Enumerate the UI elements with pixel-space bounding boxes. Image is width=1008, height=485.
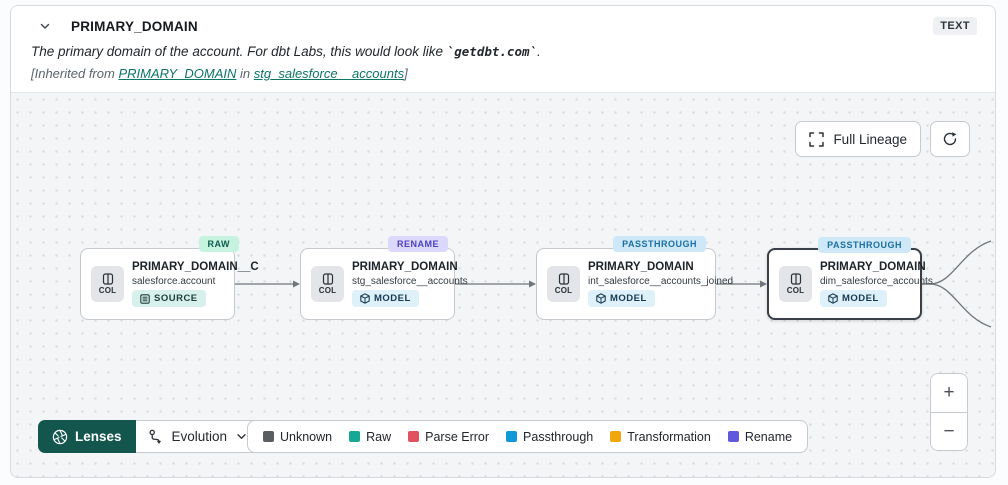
status-badge: PASSTHROUGH [613,236,706,252]
aperture-icon [52,429,68,444]
column-kind-box: COL [779,266,812,302]
full-lineage-label: Full Lineage [833,131,907,147]
column-icon [790,273,801,285]
inherited-model-link[interactable]: stg_salesforce__accounts [253,66,405,81]
legend-item: Parse Error [408,430,489,444]
node-title: PRIMARY_DOMAIN [820,261,926,273]
legend-swatch [610,431,622,442]
legend-label: Raw [366,429,392,444]
status-badge: RAW [198,236,239,252]
node-title: PRIMARY_DOMAIN [588,261,694,273]
model-icon [828,293,838,304]
inherited-column-link[interactable]: PRIMARY_DOMAIN [118,66,237,81]
zoom-out-button[interactable]: − [931,412,967,450]
legend-item: Unknown [263,430,332,444]
legend-label: Passthrough [523,429,594,444]
legend-item: Passthrough [506,430,593,444]
lineage-edges [235,240,992,328]
route-icon [148,429,161,444]
lineage-node-stg-salesforce-accounts[interactable]: RENAME COL PRIMARY_DOMAIN stg_salesforce… [300,236,468,320]
description-code: `getdbt.com` [446,44,538,59]
column-icon [102,273,113,285]
legend-swatch [408,431,420,442]
col-label: COL [318,286,337,295]
lineage-panel: PRIMARY_DOMAIN TEXT The primary domain o… [10,5,996,478]
legend-label: Unknown [280,429,333,444]
legend-swatch [263,431,274,442]
resource-badge: SOURCE [132,290,206,307]
refresh-icon [943,132,957,146]
resource-label: MODEL [374,293,411,304]
collapse-chevron-icon[interactable] [37,18,53,34]
status-legend: Unknown Raw Parse Error Passthrough Tran… [247,420,809,453]
column-kind-box: COL [91,266,124,302]
legend-swatch [727,431,739,442]
status-badge: PASSTHROUGH [818,237,911,253]
resource-label: SOURCE [154,293,198,304]
lens-selector[interactable]: Evolution [135,420,261,453]
status-badge: RENAME [387,236,448,252]
node-subtitle: salesforce.account [132,276,216,287]
lenses-control: Lenses Evolution [38,420,261,453]
model-icon [596,293,606,304]
full-lineage-button[interactable]: Full Lineage [795,121,921,157]
column-type-badge: TEXT [933,17,977,35]
node-subtitle: dim_salesforce_accounts [820,276,933,287]
column-kind-box: COL [311,266,344,302]
node-title: PRIMARY_DOMAIN [352,261,458,273]
lenses-label: Lenses [75,429,122,444]
description-text: The primary domain of the account. For d… [31,44,447,59]
lineage-node-int-salesforce-accounts-joined[interactable]: PASSTHROUGH COL PRIMARY_DOMAIN int_sales… [536,236,734,320]
lineage-node-salesforce-account[interactable]: RAW COL PRIMARY_DOMAIN__C salesforce.acc… [80,236,259,320]
source-icon [140,293,150,304]
zoom-in-button[interactable]: + [931,374,967,412]
resource-label: MODEL [610,293,647,304]
inherited-prefix: [Inherited from [31,66,119,81]
legend-item: Transformation [610,430,711,444]
lens-selected-label: Evolution [171,429,228,444]
resource-label: MODEL [842,293,879,304]
legend-item: Raw [349,430,391,444]
lineage-node-dim-salesforce-accounts[interactable]: PASSTHROUGH COL PRIMARY_DOMAIN dim_sales… [767,237,933,320]
inherited-suffix: ] [404,66,408,81]
refresh-button[interactable] [930,121,970,157]
node-title: PRIMARY_DOMAIN__C [132,261,259,273]
legend-label: Parse Error [425,429,490,444]
column-header: PRIMARY_DOMAIN TEXT The primary domain o… [11,6,995,93]
inherited-mid: in [236,66,254,81]
expand-icon [809,131,825,147]
column-icon [322,273,333,285]
chevron-down-icon [237,434,246,439]
resource-badge: MODEL [588,290,655,307]
node-subtitle: int_salesforce__accounts_joined [588,276,734,287]
legend-label: Rename [744,429,793,444]
lenses-button[interactable]: Lenses [38,420,136,453]
lineage-canvas[interactable]: Full Lineage RAW COL PRIMARY_DOMAIN__C s… [11,93,995,477]
resource-badge: MODEL [820,290,887,307]
col-label: COL [98,286,117,295]
model-icon [360,293,370,304]
column-icon [558,273,569,285]
column-kind-box: COL [547,266,580,302]
column-description: The primary domain of the account. For d… [31,44,977,59]
legend-label: Transformation [627,429,711,444]
col-label: COL [554,286,573,295]
col-label: COL [786,286,805,295]
resource-badge: MODEL [352,290,419,307]
zoom-controls: + − [930,373,968,451]
node-subtitle: stg_salesforce__accounts [352,276,468,287]
page-title: PRIMARY_DOMAIN [71,18,198,34]
legend-swatch [349,431,361,442]
legend-swatch [506,431,518,442]
legend-item: Rename [727,429,793,444]
description-period: . [537,44,541,59]
inherited-from-line: [Inherited from PRIMARY_DOMAIN in stg_sa… [31,66,977,81]
